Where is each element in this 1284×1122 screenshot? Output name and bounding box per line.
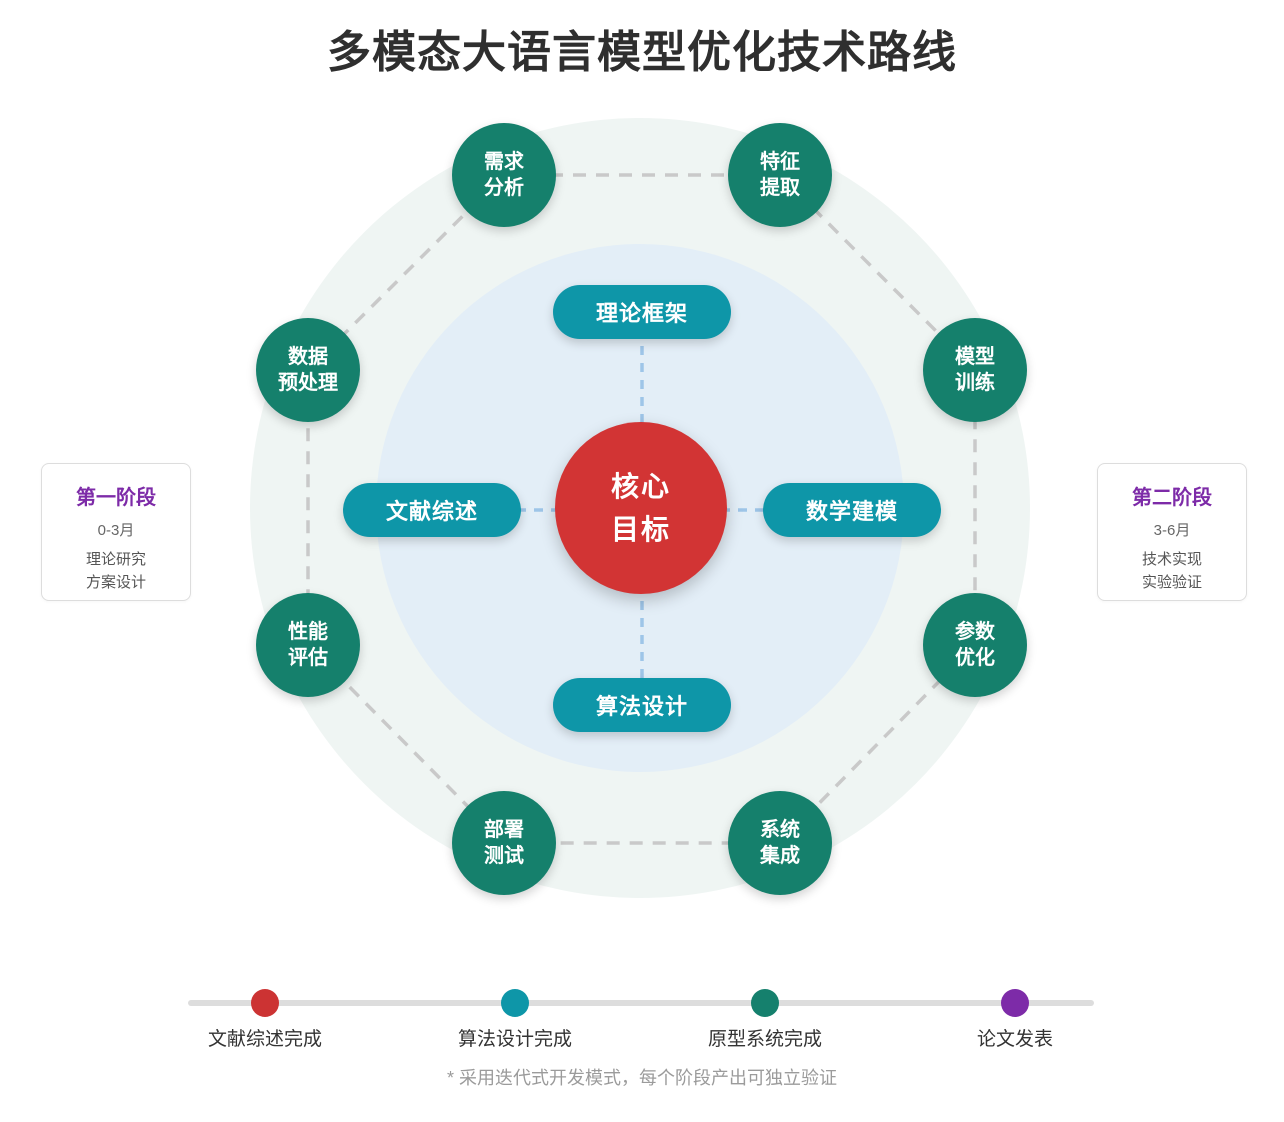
node-label: 集成 xyxy=(760,845,800,867)
node-label: 数据 xyxy=(288,345,328,368)
outer-node-data-preprocessing: 数据 预处理 xyxy=(256,318,360,422)
page-title: 多模态大语言模型优化技术路线 xyxy=(327,28,957,77)
pill-label: 数学建模 xyxy=(805,499,898,524)
footnote: * 采用迭代式开发模式，每个阶段产出可独立验证 xyxy=(446,1068,837,1088)
node-label: 预处理 xyxy=(278,372,338,394)
node-label: 系统 xyxy=(760,818,800,841)
timeline-bar xyxy=(188,1000,1094,1006)
milestone-label: 论文发表 xyxy=(976,1029,1053,1050)
phase-period: 3-6月 xyxy=(1153,522,1191,539)
node-label: 分析 xyxy=(484,177,524,199)
milestone-dot-paper-publication xyxy=(1001,989,1029,1017)
phase-one-box: 第一阶段 0-3月 理论研究 方案设计 xyxy=(41,463,191,601)
outer-node-feature-extraction: 特征 提取 xyxy=(728,123,832,227)
pill-label: 文献综述 xyxy=(385,499,478,524)
node-label: 测试 xyxy=(484,845,524,867)
milestone-dot-prototype-system xyxy=(751,989,779,1017)
milestone-dot-literature-review xyxy=(251,989,279,1017)
core-label: 核心 xyxy=(610,470,671,502)
outer-node-parameter-optimization: 参数 优化 xyxy=(923,593,1027,697)
outer-node-model-training: 模型 训练 xyxy=(923,318,1027,422)
inner-node-theory-framework: 理论框架 xyxy=(553,285,731,339)
node-label: 特征 xyxy=(760,150,800,173)
node-label: 优化 xyxy=(955,647,995,669)
node-label: 需求 xyxy=(484,150,524,173)
node-label: 评估 xyxy=(288,647,328,669)
outer-node-system-integration: 系统 集成 xyxy=(728,791,832,895)
phase-title: 第二阶段 xyxy=(1132,487,1212,509)
phase-two-box: 第二阶段 3-6月 技术实现 实验验证 xyxy=(1097,463,1247,601)
milestone-label: 文献综述完成 xyxy=(207,1029,322,1050)
node-label: 训练 xyxy=(955,372,995,394)
phase-description: 技术实现 实验验证 xyxy=(1141,551,1202,591)
outer-node-performance-evaluation: 性能 评估 xyxy=(256,593,360,697)
node-label: 部署 xyxy=(484,818,524,841)
outer-node-deployment-testing: 部署 测试 xyxy=(452,791,556,895)
inner-node-math-modeling: 数学建模 xyxy=(763,483,941,537)
core-goal-node: 核心 目标 xyxy=(555,422,727,594)
pill-label: 理论框架 xyxy=(595,301,688,326)
inner-node-algorithm-design: 算法设计 xyxy=(553,678,731,732)
milestone-dot-algorithm-design xyxy=(501,989,529,1017)
node-label: 提取 xyxy=(760,177,800,199)
core-label: 目标 xyxy=(610,514,671,545)
milestone-label: 算法设计完成 xyxy=(457,1029,572,1050)
phase-title: 第一阶段 xyxy=(76,487,156,509)
outer-node-requirement-analysis: 需求 分析 xyxy=(452,123,556,227)
node-label: 模型 xyxy=(955,345,995,368)
node-label: 性能 xyxy=(288,620,328,643)
node-label: 参数 xyxy=(955,620,995,643)
phase-description: 理论研究 方案设计 xyxy=(85,551,146,591)
pill-label: 算法设计 xyxy=(595,694,688,719)
milestone-label: 原型系统完成 xyxy=(707,1029,822,1050)
phase-period: 0-3月 xyxy=(97,522,135,539)
inner-node-literature-review: 文献综述 xyxy=(343,483,521,537)
